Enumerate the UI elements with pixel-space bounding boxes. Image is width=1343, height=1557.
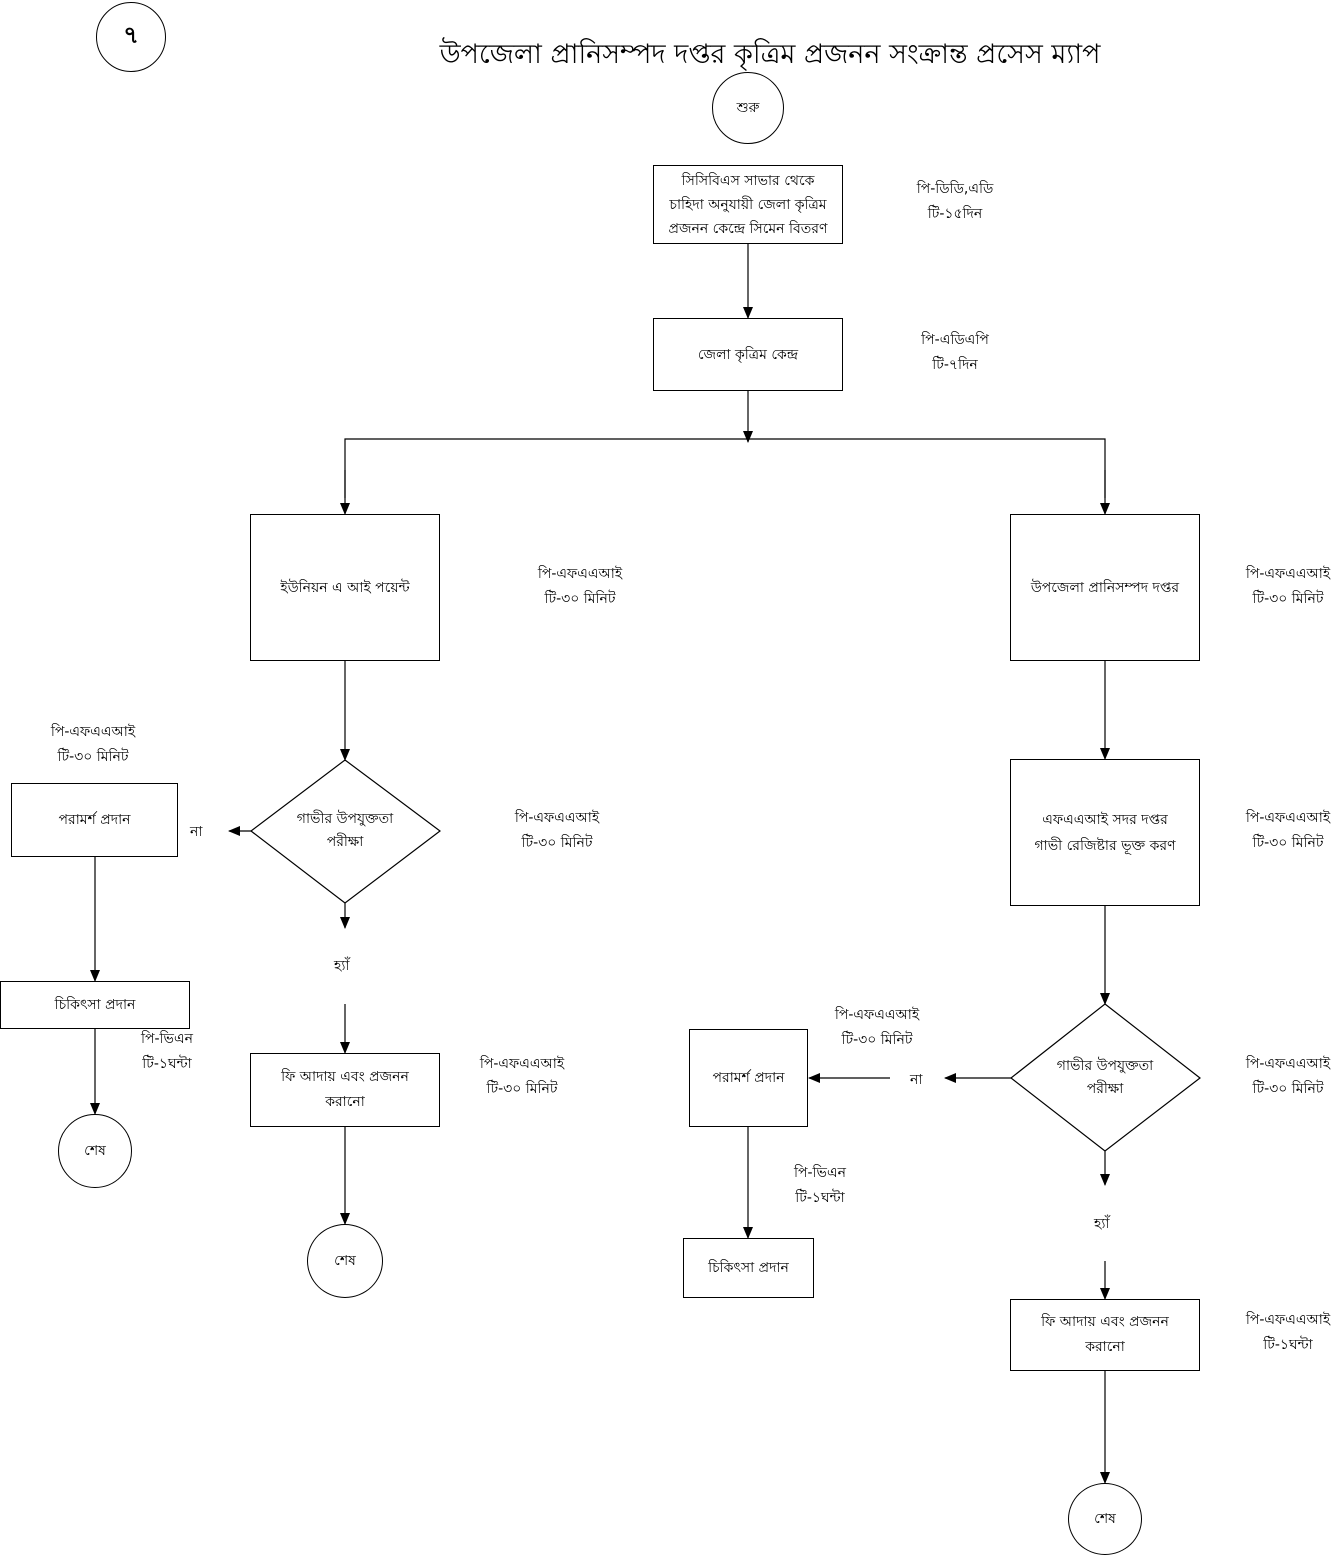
- note-union-ai-point: পি-এফএএআই টি-৩০ মিনিট: [520, 562, 640, 612]
- left-fee-line-1: ফি আদায় এবং প্রজনন: [281, 1069, 409, 1085]
- note-left-fee: পি-এফএএআই টি-৩০ মিনিট: [462, 1052, 582, 1102]
- right-no-label: না: [910, 1072, 923, 1088]
- district-center-label: জেলা কৃত্রিম কেন্দ্র: [697, 346, 799, 363]
- union-ai-point-label: ইউনিয়ন এ আই পয়েন্ট: [280, 579, 410, 596]
- end-mid-label: শেষ: [334, 1253, 356, 1269]
- end-node-left: শেষ: [58, 1114, 132, 1188]
- note-union-ai-point-time: টি-৩০ মিনিট: [544, 591, 616, 607]
- left-decision-shape: [250, 759, 441, 904]
- district-center-box: জেলা কৃত্রিম কেন্দ্র: [653, 318, 843, 391]
- left-yes-label: হ্যাঁ: [334, 958, 350, 974]
- note-union-ai-point-person: পি-এফএএআই: [537, 566, 623, 582]
- note-fai-register-person: পি-এফএএআই: [1245, 810, 1331, 826]
- note-mid-treatment-person: পি-ভিএন: [793, 1165, 846, 1181]
- note-left-counsel-person: পি-এফএএআই: [50, 724, 136, 740]
- left-counsel-label: পরামর্শ প্রদান: [58, 812, 131, 828]
- fai-register-line-1: এফএএআই সদর দপ্তর: [1042, 811, 1168, 828]
- page-title: উপজেলা প্রানিসম্পদ দপ্তর কৃত্রিম প্রজনন …: [439, 39, 1101, 70]
- note-distribution-time: টি-১৫দিন: [927, 206, 983, 222]
- right-fee-box: ফি আদায় এবং প্রজনন করানো: [1010, 1299, 1200, 1371]
- note-upazila-office-person: পি-এফএএআই: [1245, 566, 1331, 582]
- branch-bar: [344, 438, 1106, 498]
- distribution-line-2: চাহিদা অনুযায়ী জেলা কৃত্রিম: [669, 196, 827, 213]
- note-fai-register-time: টি-৩০ মিনিট: [1252, 835, 1324, 851]
- note-left-treatment-person: পি-ভিএন: [140, 1031, 193, 1047]
- note-left-treatment-time: টি-১ঘন্টা: [142, 1056, 192, 1072]
- note-fai-register: পি-এফএএআই টি-৩০ মিনিট: [1233, 806, 1343, 856]
- fai-register-line-2: গাভী রেজিষ্টার ভূক্ত করণ: [1034, 837, 1176, 854]
- note-mid-treatment: পি-ভিএন টি-১ঘন্টা: [770, 1161, 870, 1211]
- end-left-label: শেষ: [84, 1143, 106, 1159]
- note-left-counsel: পি-এফএএআই টি-৩০ মিনিট: [33, 720, 153, 770]
- left-treatment-label: চিকিৎসা প্রদান: [54, 997, 136, 1013]
- left-fee-box: ফি আদায় এবং প্রজনন করানো: [250, 1053, 440, 1127]
- mid-treatment-box: চিকিৎসা প্রদান: [683, 1238, 814, 1298]
- distribution-box: সিসিবিএস সাভার থেকে চাহিদা অনুযায়ী জেলা…: [653, 165, 843, 244]
- distribution-line-3: প্রজনন কেন্দ্রে সিমেন বিতরণ: [668, 220, 828, 237]
- end-node-mid: শেষ: [307, 1224, 383, 1298]
- note-distribution-person: পি-ডিডি,এডি: [916, 181, 994, 197]
- right-decision-line-1: গাভীর উপযুক্ততা: [1056, 1058, 1154, 1074]
- note-mid-treatment-time: টি-১ঘন্টা: [795, 1190, 845, 1206]
- left-counsel-box: পরামর্শ প্রদান: [11, 783, 178, 857]
- start-node-label: শুরু: [736, 100, 760, 116]
- note-left-treatment: পি-ভিএন টি-১ঘন্টা: [117, 1027, 217, 1077]
- note-upazila-office-time: টি-৩০ মিনিট: [1252, 591, 1324, 607]
- note-left-decision-person: পি-এফএএআই: [514, 810, 600, 826]
- note-right-decision-time: টি-৩০ মিনিট: [1252, 1081, 1324, 1097]
- end-node-right: শেষ: [1068, 1483, 1142, 1555]
- page-number-badge: ৭: [96, 2, 166, 72]
- note-district-center-person: পি-এডিএপি: [921, 332, 989, 348]
- note-mid-counsel: পি-এফএএআই টি-৩০ মিনিট: [812, 1003, 942, 1053]
- fai-register-box: এফএএআই সদর দপ্তর গাভী রেজিষ্টার ভূক্ত কর…: [1010, 759, 1200, 906]
- start-node: শুরু: [712, 72, 784, 144]
- left-fee-line-2: করানো: [325, 1094, 365, 1110]
- note-left-decision-time: টি-৩০ মিনিট: [521, 835, 593, 851]
- upazila-office-box: উপজেলা প্রানিসম্পদ দপ্তর: [1010, 514, 1200, 661]
- note-district-center: পি-এডিএপি টি-৭দিন: [895, 328, 1015, 378]
- upazila-office-label: উপজেলা প্রানিসম্পদ দপ্তর: [1030, 579, 1180, 596]
- left-decision-text: গাভীর উপযুক্ততা পরীক্ষা: [270, 806, 420, 856]
- note-mid-counsel-person: পি-এফএএআই: [834, 1007, 920, 1023]
- note-mid-counsel-time: টি-৩০ মিনিট: [841, 1032, 913, 1048]
- mid-treatment-label: চিকিৎসা প্রদান: [708, 1260, 789, 1276]
- end-right-label: শেষ: [1094, 1511, 1116, 1527]
- distribution-line-1: সিসিবিএস সাভার থেকে: [681, 172, 815, 189]
- right-fee-line-2: করানো: [1085, 1339, 1125, 1355]
- note-right-fee-person: পি-এফএএআই: [1245, 1312, 1331, 1328]
- right-decision-text: গাভীর উপযুক্ততা পরীক্ষা: [1030, 1053, 1180, 1103]
- left-decision-line-2: পরীক্ষা: [326, 834, 364, 850]
- note-left-fee-person: পি-এফএএআই: [479, 1056, 565, 1072]
- left-treatment-box: চিকিৎসা প্রদান: [0, 981, 190, 1029]
- right-yes-label: হ্যাঁ: [1094, 1216, 1110, 1232]
- left-decision-line-1: গাভীর উপযুক্ততা: [296, 811, 394, 827]
- note-district-center-time: টি-৭দিন: [932, 357, 978, 373]
- right-decision-line-2: পরীক্ষা: [1086, 1081, 1124, 1097]
- union-ai-point-box: ইউনিয়ন এ আই পয়েন্ট: [250, 514, 440, 661]
- mid-counsel-label: পরামর্শ প্রদান: [712, 1070, 785, 1086]
- note-left-counsel-time: টি-৩০ মিনিট: [57, 749, 129, 765]
- left-no-label: না: [190, 824, 203, 840]
- note-right-decision: পি-এফএএআই টি-৩০ মিনিট: [1233, 1052, 1343, 1102]
- note-left-decision: পি-এফএএআই টি-৩০ মিনিট: [497, 806, 617, 856]
- note-right-fee-time: টি-১ঘন্টা: [1263, 1337, 1313, 1353]
- right-decision-shape: [1010, 1003, 1201, 1152]
- note-right-decision-person: পি-এফএএআই: [1245, 1056, 1331, 1072]
- mid-counsel-box: পরামর্শ প্রদান: [689, 1029, 808, 1127]
- note-right-fee: পি-এফএএআই টি-১ঘন্টা: [1233, 1308, 1343, 1358]
- right-fee-line-1: ফি আদায় এবং প্রজনন: [1041, 1314, 1169, 1330]
- note-left-fee-time: টি-৩০ মিনিট: [486, 1081, 558, 1097]
- note-upazila-office: পি-এফএএআই টি-৩০ মিনিট: [1233, 562, 1343, 612]
- note-distribution: পি-ডিডি,এডি টি-১৫দিন: [895, 177, 1015, 227]
